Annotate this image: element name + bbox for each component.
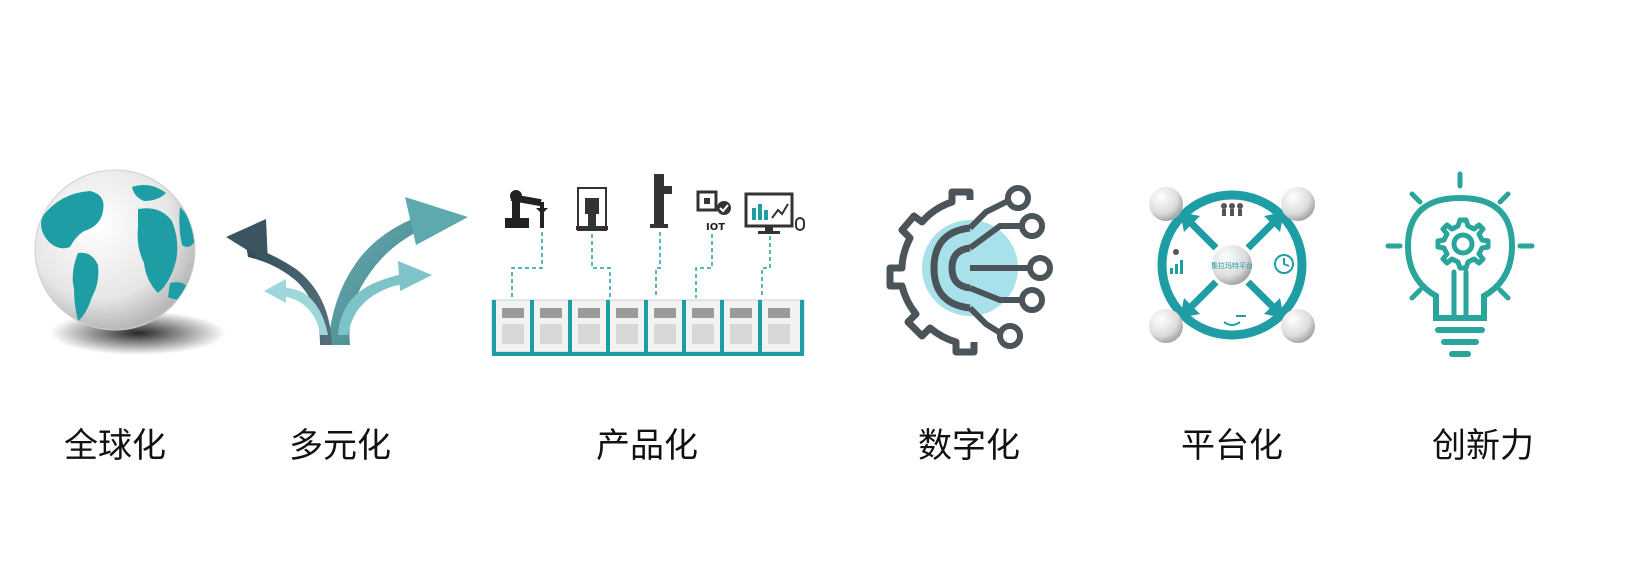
label-platformization: 平台化	[1181, 426, 1283, 466]
lightbulb-gear-icon	[1385, 171, 1535, 357]
svg-text:集拉玛特平台: 集拉玛特平台	[1211, 261, 1253, 270]
machine-cabinets	[491, 299, 805, 356]
arrows-panel	[220, 185, 475, 350]
spindle-icon	[650, 174, 672, 228]
handshake-icon	[1223, 315, 1246, 326]
label-innovation: 创新力	[1432, 426, 1534, 466]
platform-ring-icon: 集拉玛特平台	[1149, 187, 1315, 343]
label-digitalization: 数字化	[918, 426, 1020, 466]
monitor-chart-icon	[744, 192, 805, 234]
label-diversification: 多元化	[289, 426, 391, 466]
label-productization: 产品化	[596, 426, 698, 466]
branching-arrows-icon	[226, 197, 468, 345]
robot-picker-icon	[576, 187, 608, 231]
machine-line-icon: IOT	[491, 174, 805, 356]
digital-panel	[882, 182, 1062, 357]
svg-text:IOT: IOT	[706, 222, 725, 233]
globe-panel	[20, 165, 225, 365]
clock-icon	[1274, 254, 1294, 274]
gear-circuit-icon	[886, 185, 1053, 356]
platform-panel: 集拉玛特平台	[1140, 180, 1325, 350]
robot-arm-icon	[505, 190, 548, 228]
product-panel: IOT	[490, 168, 810, 363]
people-icon	[1221, 203, 1243, 216]
innovation-panel	[1382, 168, 1542, 368]
label-globalization: 全球化	[64, 426, 166, 466]
globe-icon	[34, 169, 225, 355]
iot-icon: IOT	[696, 190, 731, 233]
growth-icon	[1170, 249, 1183, 274]
